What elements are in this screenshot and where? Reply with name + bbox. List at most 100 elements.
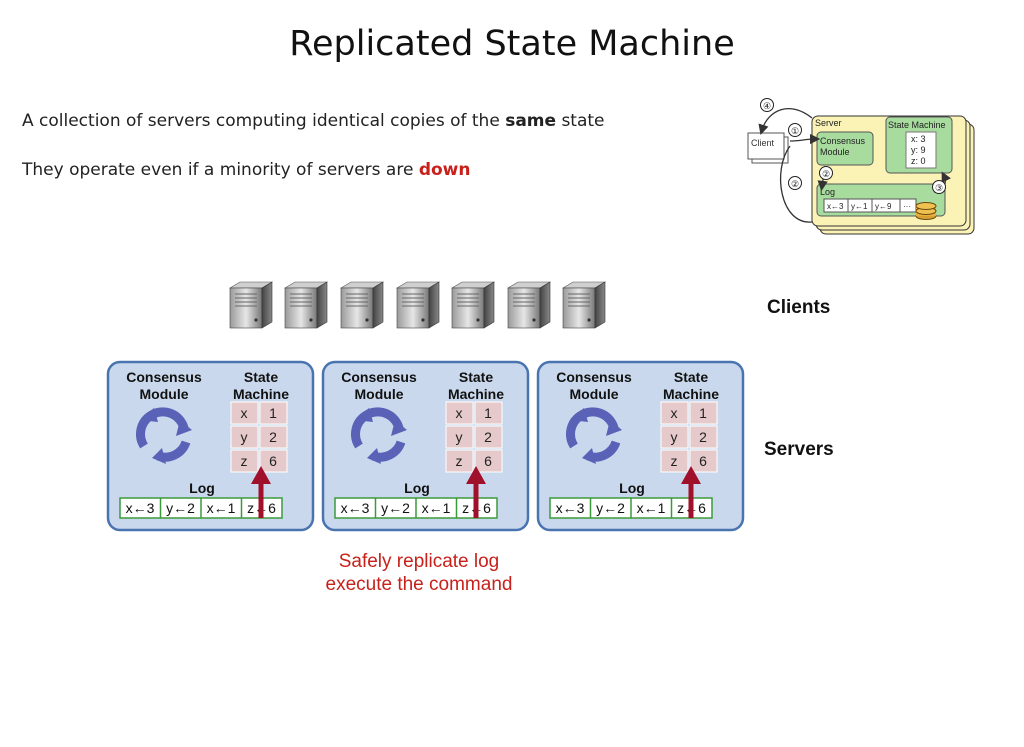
state-cell xyxy=(474,425,503,449)
state-cell-value: 1 xyxy=(484,405,492,421)
bullet-same-state: A collection of servers computing identi… xyxy=(22,111,605,131)
state-machine-label: Machine xyxy=(448,386,504,402)
inset-log-entry: ··· xyxy=(903,202,911,211)
inset-step-4: ④ xyxy=(760,98,774,112)
inset-arrow-2-loop xyxy=(779,145,813,223)
state-cell-value: z xyxy=(671,453,678,469)
server-tower-icon xyxy=(228,281,274,329)
state-cell-value: 6 xyxy=(484,453,492,469)
log-label: Log xyxy=(189,480,215,496)
state-machine-label: State xyxy=(459,369,493,385)
line1-emphasis: same xyxy=(505,111,557,131)
line2-prefix: They operate even if a minority of serve… xyxy=(22,160,419,180)
server-tower-icon xyxy=(339,281,385,329)
inset-arrow-4 xyxy=(758,108,813,135)
state-cell-value: 6 xyxy=(269,453,277,469)
state-cell xyxy=(230,401,259,425)
state-cell xyxy=(689,449,718,473)
clients-label: Clients xyxy=(767,297,830,318)
state-cell-value: 2 xyxy=(484,429,492,445)
state-cell xyxy=(445,425,474,449)
consensus-label: Module xyxy=(355,386,404,402)
server-tower-icon xyxy=(283,281,329,329)
state-cell-value: x xyxy=(671,405,678,421)
inset-state-value: z: 0 xyxy=(911,156,926,166)
state-cell-value: y xyxy=(456,429,463,445)
inset-step-1: ① xyxy=(788,123,802,137)
inset-step-2a: ② xyxy=(819,166,833,180)
inset-log-entry: y←9 xyxy=(875,202,892,211)
inset-arrow-1 xyxy=(789,133,821,145)
log-entry: y←2 xyxy=(596,500,625,516)
svg-text:③: ③ xyxy=(935,183,943,193)
state-cell-value: y xyxy=(241,429,248,445)
log-label: Log xyxy=(404,480,430,496)
state-cell-value: 1 xyxy=(269,405,277,421)
state-cell xyxy=(445,449,474,473)
server-tower-icon xyxy=(450,281,496,329)
svg-text:①: ① xyxy=(791,126,799,136)
state-machine-label: State xyxy=(674,369,708,385)
inset-client-label: Client xyxy=(751,138,775,148)
inset-diagram: Client Server Consensus Module State Mac… xyxy=(747,98,975,235)
svg-text:②: ② xyxy=(822,169,830,179)
state-machine-label: State xyxy=(244,369,278,385)
inset-log-label: Log xyxy=(820,187,835,197)
inset-log-entry: x←3 xyxy=(827,202,844,211)
inset-consensus-line2: Module xyxy=(820,147,850,157)
state-cell-value: x xyxy=(456,405,463,421)
state-machine-label: Machine xyxy=(233,386,289,402)
slide-title: Replicated State Machine xyxy=(289,24,735,64)
line1-prefix: A collection of servers computing identi… xyxy=(22,111,506,131)
caption-line1: Safely replicate log xyxy=(339,551,500,572)
state-cell-value: z xyxy=(241,453,248,469)
state-cell-value: 2 xyxy=(269,429,277,445)
consensus-label: Consensus xyxy=(556,369,632,385)
inset-database-icon xyxy=(915,202,937,220)
caption-line2: execute the command xyxy=(326,574,513,595)
state-cell xyxy=(259,449,288,473)
state-cell xyxy=(660,401,689,425)
state-machine-label: Machine xyxy=(663,386,719,402)
inset-consensus-module xyxy=(816,131,874,166)
state-cell-value: x xyxy=(241,405,248,421)
state-cell-value: z xyxy=(456,453,463,469)
svg-text:②: ② xyxy=(791,179,799,189)
state-cell xyxy=(689,401,718,425)
server-tower-icon xyxy=(561,281,607,329)
state-cell xyxy=(259,425,288,449)
consensus-label: Module xyxy=(570,386,619,402)
svg-text:④: ④ xyxy=(763,101,771,111)
inset-log-entry: y←1 xyxy=(851,202,868,211)
servers-label: Servers xyxy=(764,439,834,460)
inset-server-label: Server xyxy=(815,118,842,128)
log-entry: x←1 xyxy=(207,500,236,516)
state-cell-value: 1 xyxy=(699,405,707,421)
log-entry: x←1 xyxy=(422,500,451,516)
log-label: Log xyxy=(619,480,645,496)
inset-consensus-line1: Consensus xyxy=(820,136,866,146)
state-cell-value: 6 xyxy=(699,453,707,469)
consensus-label: Module xyxy=(140,386,189,402)
log-entry: y←2 xyxy=(381,500,410,516)
log-entry: x←3 xyxy=(556,500,585,516)
inset-step-3: ③ xyxy=(932,180,946,194)
server-tower-icon xyxy=(506,281,552,329)
log-entry: x←3 xyxy=(341,500,370,516)
state-cell xyxy=(474,401,503,425)
inset-state-value: x: 3 xyxy=(911,134,926,144)
inset-state-machine-label: State Machine xyxy=(888,120,946,130)
state-cell xyxy=(689,425,718,449)
state-cell-value: y xyxy=(671,429,678,445)
client-machines xyxy=(228,281,607,329)
consensus-label: Consensus xyxy=(126,369,202,385)
state-cell xyxy=(230,425,259,449)
inset-client-box xyxy=(747,132,785,160)
state-cell-value: 2 xyxy=(699,429,707,445)
state-cell xyxy=(660,449,689,473)
